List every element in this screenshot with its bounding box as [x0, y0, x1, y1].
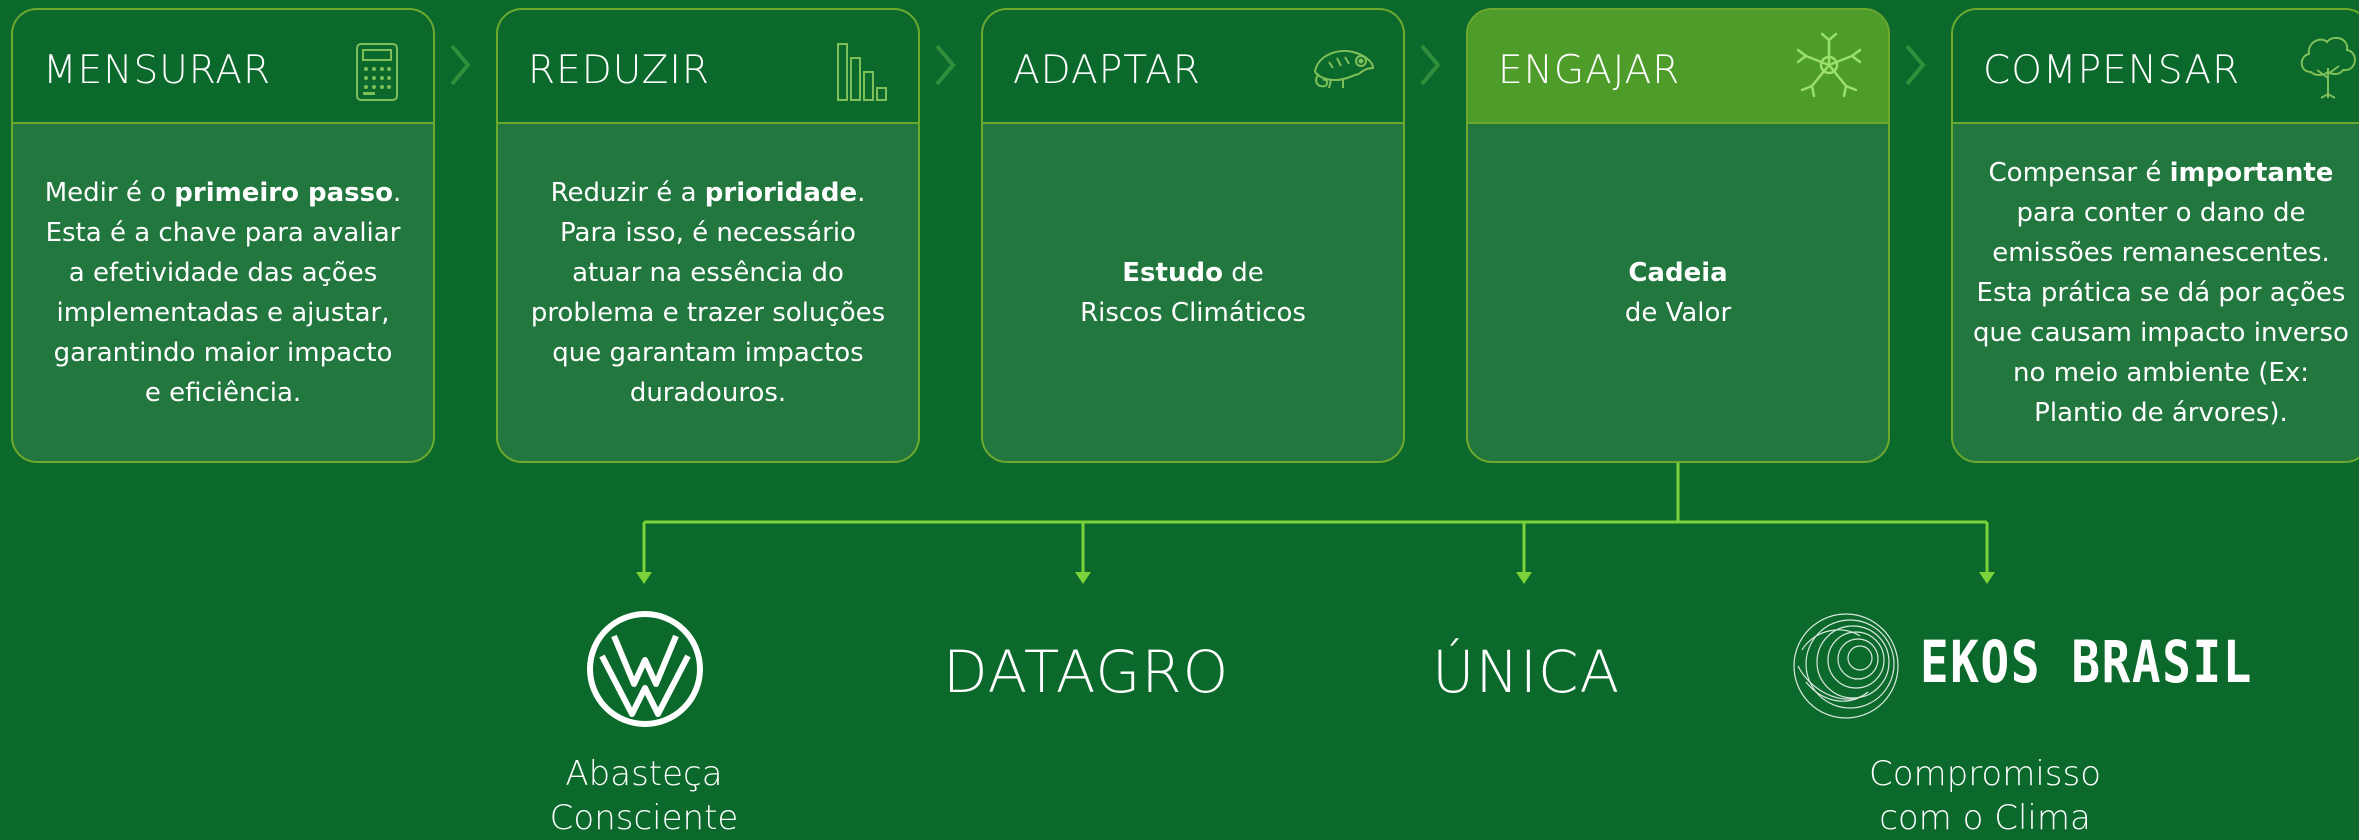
ekos-spiral-icon — [1793, 613, 1899, 719]
tree-icon — [2300, 36, 2356, 99]
volkswagen-logo — [587, 611, 703, 727]
calculator-icon — [356, 43, 398, 101]
step-description-text: Cadeia de Valor — [1624, 257, 1732, 328]
step-description: Cadeia de Valor — [1468, 124, 1888, 461]
partner-caption: Compromisso com o Clima — [1868, 754, 2102, 838]
step-card-mensurar: MENSURAR Medir é o primeiro passo. Esta … — [11, 8, 435, 463]
step-title: ADAPTAR — [1013, 48, 1201, 93]
step-title: ENGAJAR — [1498, 48, 1681, 93]
step-card-compensar: COMPENSAR Compensar é importante para co… — [1951, 8, 2359, 463]
step-header: ENGAJAR — [1468, 10, 1888, 124]
step-description-text: Medir é o primeiro passo. Esta é a chave… — [44, 177, 402, 408]
handshake-group-icon — [1796, 32, 1862, 98]
bar-chart-icon — [837, 43, 887, 101]
chevron-right-icon — [1420, 44, 1441, 86]
step-title: MENSURAR — [43, 48, 272, 93]
partner-caption: Abasteça Consciente — [549, 754, 739, 838]
unica-logo: ÚNICA — [1432, 638, 1621, 706]
step-description: Reduzir é a prioridade. Para isso, é nec… — [498, 124, 918, 461]
step-title: COMPENSAR — [1983, 48, 2241, 93]
step-card-adaptar: ADAPTAR Estudo de Riscos Climáticos — [981, 8, 1405, 463]
step-header: COMPENSAR — [1953, 10, 2359, 124]
chevron-right-icon — [1905, 44, 1926, 86]
step-header: ADAPTAR — [983, 10, 1403, 124]
step-header: REDUZIR — [498, 10, 918, 124]
step-description: Medir é o primeiro passo. Esta é a chave… — [13, 124, 433, 461]
step-description-text: Compensar é importante para conter o dan… — [1973, 157, 2349, 428]
chevron-right-icon — [450, 44, 471, 86]
ekos-brasil-logo: EKOS BRASIL — [1920, 628, 2254, 696]
chevron-right-icon — [935, 44, 956, 86]
step-description-text: Estudo de Riscos Climáticos — [1080, 257, 1306, 328]
step-card-engajar: ENGAJAR Cadeia de Valor — [1466, 8, 1890, 463]
chameleon-icon — [1314, 50, 1375, 89]
step-card-reduzir: REDUZIR Reduzir é a prioridade. Para iss… — [496, 8, 920, 463]
step-header: MENSURAR — [13, 10, 433, 124]
step-description-text: Reduzir é a prioridade. Para isso, é nec… — [530, 177, 886, 408]
step-description: Compensar é importante para conter o dan… — [1953, 124, 2359, 461]
step-description: Estudo de Riscos Climáticos — [983, 124, 1403, 461]
step-title: REDUZIR — [528, 48, 710, 93]
datagro-logo: DATAGRO — [943, 638, 1230, 706]
